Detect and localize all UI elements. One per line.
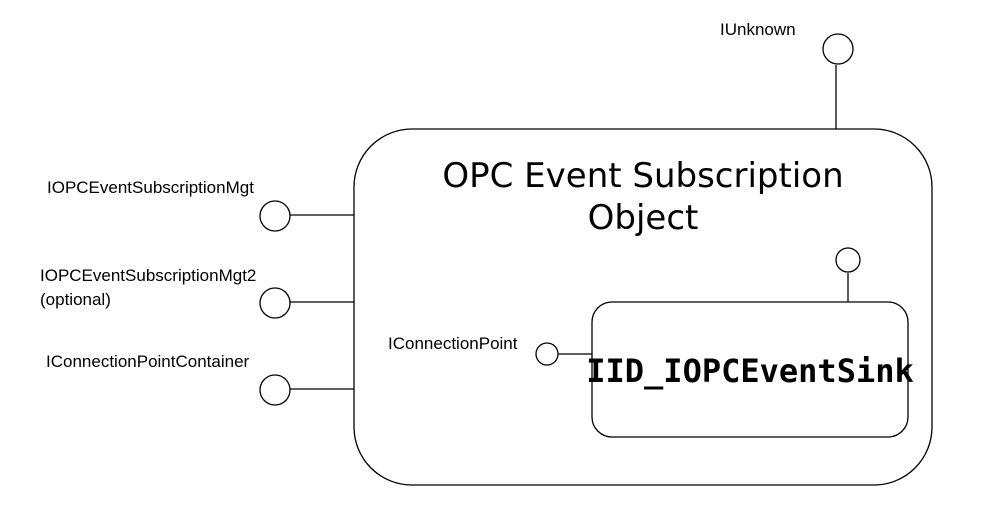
connection-point-label: IConnectionPoint: [388, 334, 518, 353]
event-sink-title: IID_IOPCEventSink: [586, 352, 914, 390]
object-title-line2: Object: [588, 198, 699, 238]
subscription-mgt2-interface-icon: [259, 287, 291, 319]
subscription-mgt2-label: IOPCEventSubscriptionMgt2: [40, 266, 256, 285]
connection-point-container-label: IConnectionPointContainer: [46, 352, 250, 371]
subscription-mgt-interface-icon: [259, 200, 291, 232]
subscription-mgt-label: IOPCEventSubscriptionMgt: [47, 178, 254, 197]
iunknown-interface-icon: [822, 33, 854, 65]
connection-point-interface-icon: [535, 342, 559, 366]
iunknown-label: IUnknown: [720, 20, 796, 39]
event-sink-top-interface-icon: [835, 247, 861, 273]
subscription-mgt2-optional-note: (optional): [40, 290, 111, 309]
event-sink-box: [591, 301, 909, 438]
connection-point-container-interface-icon: [259, 374, 291, 406]
object-title-line1: OPC Event Subscription: [442, 156, 843, 196]
